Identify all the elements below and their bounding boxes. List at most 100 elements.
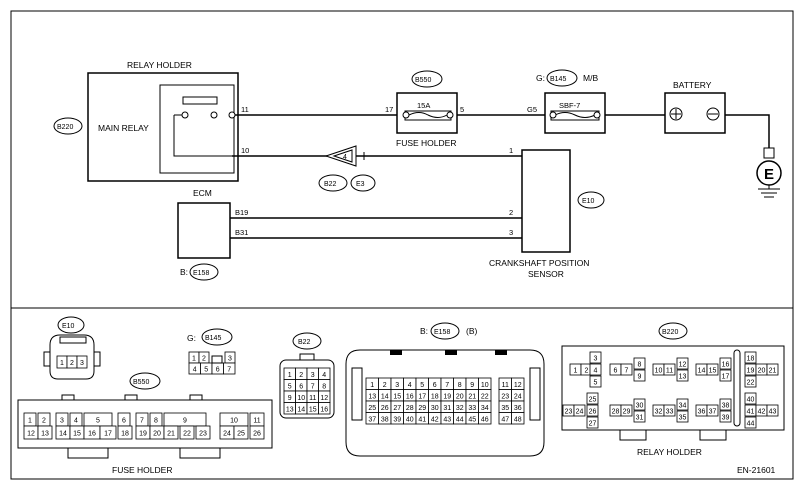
e10-callout bbox=[577, 191, 605, 209]
b220-pin-label: 20 bbox=[758, 368, 766, 375]
b220-pin-label: 6 bbox=[614, 368, 618, 375]
e158-pin-label: 32 bbox=[456, 405, 464, 412]
g-prefix-b145: G: bbox=[536, 73, 545, 83]
b220-pin-label: 37 bbox=[709, 409, 717, 416]
e158-pin-label: 17 bbox=[418, 393, 426, 400]
b550-bottom-callout bbox=[129, 372, 161, 390]
b220-pin-label: 40 bbox=[747, 397, 755, 404]
b-prefix-e158-bottom: B: bbox=[420, 326, 428, 336]
b220-pin-label: 19 bbox=[747, 368, 755, 375]
battery-label: BATTERY bbox=[673, 80, 712, 90]
e158-pin-label: 27 bbox=[393, 405, 401, 412]
b220-label: B220 bbox=[57, 124, 73, 131]
crank-sensor-box bbox=[521, 149, 571, 253]
b220-bottom-label: B220 bbox=[662, 329, 678, 336]
b220-pin-label: 3 bbox=[594, 356, 598, 363]
e158-pin-label: 8 bbox=[458, 382, 462, 389]
b550-cell bbox=[99, 425, 117, 440]
e10-pin-label: 3 bbox=[80, 360, 84, 367]
arrow-pin: 4 bbox=[343, 154, 347, 161]
g-prefix-b145-bottom: G: bbox=[187, 333, 196, 343]
b220-bottom-callout bbox=[658, 322, 688, 340]
b145-pin-label: 4 bbox=[193, 367, 197, 374]
e158-pin-label: 39 bbox=[393, 416, 401, 423]
e10-label: E10 bbox=[582, 198, 595, 205]
e158-pin-label: 11 bbox=[502, 382, 509, 389]
b220-pin-label: 11 bbox=[666, 368, 673, 375]
e158-pin-label: 44 bbox=[456, 416, 464, 423]
b220-pin-label: 26 bbox=[589, 409, 597, 416]
b145-pin-label: 3 bbox=[228, 356, 232, 363]
b220-cell bbox=[620, 404, 633, 417]
e158-pin-label: 26 bbox=[381, 405, 389, 412]
b220-cell bbox=[744, 416, 757, 429]
pin-ecm-b19: B19 bbox=[235, 208, 248, 217]
b22-pin-label: 8 bbox=[322, 383, 326, 390]
b220-cell bbox=[706, 363, 719, 376]
e158-pin-label: 48 bbox=[514, 416, 522, 423]
b550-pin-label: 14 bbox=[59, 431, 67, 438]
e158-pin-label: 31 bbox=[443, 405, 451, 412]
e158-pin-label: 21 bbox=[468, 393, 476, 400]
b145-key bbox=[211, 355, 223, 364]
e158-pin-label: 3 bbox=[395, 382, 399, 389]
e158-bottom-callout bbox=[430, 322, 460, 340]
b22-callout bbox=[318, 174, 348, 192]
b220-cell bbox=[744, 375, 757, 388]
e158-pin-label: 16 bbox=[406, 393, 414, 400]
e158-pin-label: 23 bbox=[501, 393, 509, 400]
e158-pin-label: 20 bbox=[456, 393, 464, 400]
b220-pin-label: 5 bbox=[594, 380, 598, 387]
b22-pin-label: 13 bbox=[286, 406, 294, 413]
ground-e-label: E bbox=[764, 166, 774, 183]
b220-pin-label: 24 bbox=[576, 409, 584, 416]
b145-cell bbox=[223, 362, 236, 375]
b-prefix-e158: B: bbox=[180, 267, 188, 277]
b22-bottom-callout bbox=[292, 332, 322, 350]
b220-pin-label: 27 bbox=[589, 421, 597, 428]
b22-pin-label: 4 bbox=[322, 372, 326, 379]
b145-pin-label: 7 bbox=[227, 367, 231, 374]
b550-pin-label: 5 bbox=[96, 418, 100, 425]
b550-pin-label: 26 bbox=[253, 431, 261, 438]
e158-b-suffix: (B) bbox=[466, 326, 478, 336]
b550-cell bbox=[37, 425, 53, 440]
e158-pin-label: 46 bbox=[481, 416, 489, 423]
b550-pin-label: 23 bbox=[199, 431, 207, 438]
e158-pin-label: 24 bbox=[514, 393, 522, 400]
b220-cell bbox=[706, 404, 719, 417]
e158-pin-label: 14 bbox=[381, 393, 389, 400]
b22-pin-label: 3 bbox=[311, 372, 315, 379]
e158-cell bbox=[511, 412, 525, 425]
e158-pin-label: 33 bbox=[468, 405, 476, 412]
e158-pin-label: 18 bbox=[431, 393, 439, 400]
b550-cell bbox=[163, 425, 179, 440]
b550-pin-label: 20 bbox=[153, 431, 161, 438]
b550-callout bbox=[411, 70, 443, 88]
pin-sensor-3: 3 bbox=[509, 228, 513, 237]
b550-pin-label: 15 bbox=[73, 431, 81, 438]
b220-pin-label: 39 bbox=[722, 415, 730, 422]
pin-sensor-1: 1 bbox=[509, 146, 513, 155]
b220-cell bbox=[633, 357, 646, 370]
b550-pin-label: 25 bbox=[237, 431, 245, 438]
b550-pin-label: 8 bbox=[154, 418, 158, 425]
e158-pin-label: 45 bbox=[468, 416, 476, 423]
e158-pin-label: 19 bbox=[443, 393, 451, 400]
b220-cell bbox=[633, 410, 646, 423]
b22-bottom-label: B22 bbox=[298, 339, 311, 346]
b220-cell bbox=[589, 351, 602, 364]
pin-relay-11: 11 bbox=[241, 105, 249, 114]
e158-pin-label: 4 bbox=[408, 382, 412, 389]
b220-pin-label: 13 bbox=[679, 374, 687, 381]
b22-pin-label: 7 bbox=[311, 383, 315, 390]
b220-cell bbox=[676, 357, 689, 370]
b220-pin-label: 32 bbox=[655, 409, 663, 416]
e158-cell bbox=[478, 412, 492, 425]
b550-pin-label: 9 bbox=[183, 418, 187, 425]
e158-pin-label: 10 bbox=[481, 382, 489, 389]
b145-bottom-callout bbox=[201, 328, 233, 346]
main-relay-label: MAIN RELAY bbox=[98, 123, 149, 133]
